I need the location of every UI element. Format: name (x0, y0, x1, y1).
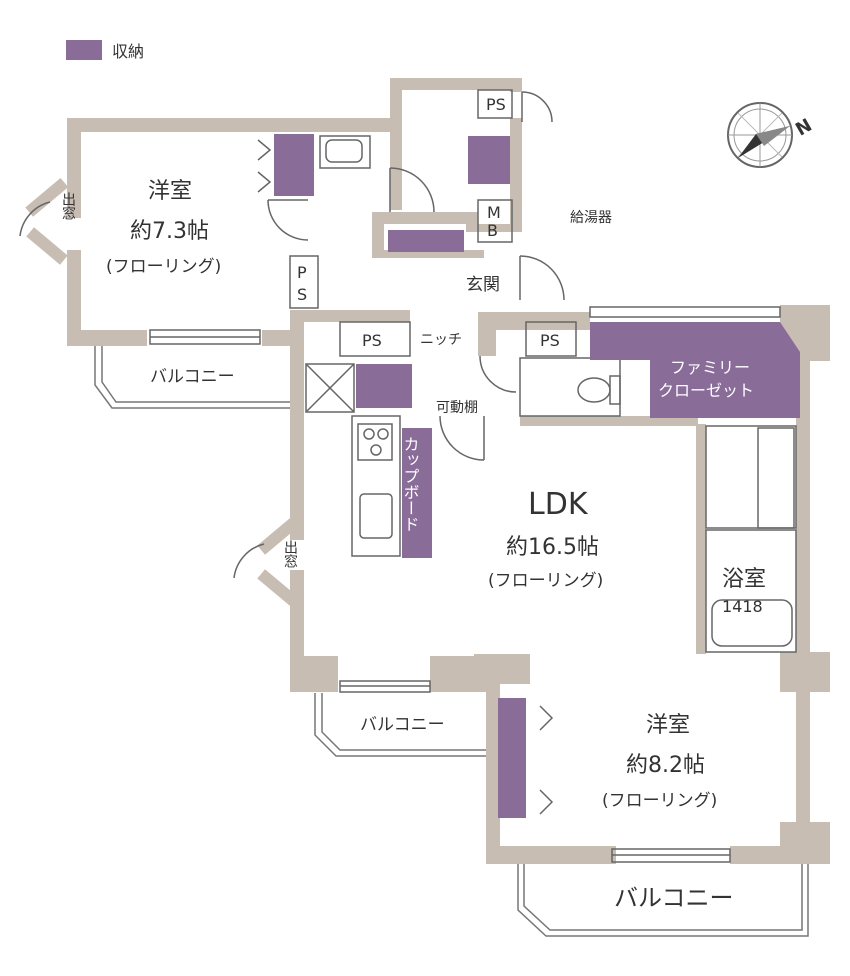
family-closet-label-2: クローゼット (658, 381, 754, 400)
cupboard-label: カップボード (401, 436, 420, 532)
compass-icon (727, 102, 793, 168)
ps-label-left-1: P (297, 263, 307, 282)
ps-label-mid: PS (362, 331, 382, 350)
fixture-lines (19, 89, 797, 863)
bath-size: 1418 (722, 597, 763, 616)
western-room-1-floor: (フローリング) (106, 257, 221, 277)
legend-label: 収納 (112, 42, 144, 61)
water-heater-label: 給湯器 (570, 209, 612, 226)
ldk-floor: (フローリング) (488, 571, 603, 591)
niche-label: ニッチ (420, 332, 462, 348)
family-closet-label-1: ファミリー (670, 358, 750, 377)
storage-areas (274, 134, 800, 818)
ldk-size: 約16.5帖 (506, 535, 599, 560)
balcony-lines (94, 345, 809, 937)
adjustable-shelf-label: 可動棚 (436, 400, 478, 416)
ldk-name: LDK (528, 487, 589, 522)
compass-north-label: N (792, 115, 816, 141)
bath-name: 浴室 (722, 567, 766, 592)
bay-window-label-2: 出窓 (282, 540, 298, 568)
ps-label-right: PS (540, 331, 560, 350)
western-room-2-name: 洋室 (646, 713, 690, 738)
western-room-2-floor: (フローリング) (602, 791, 717, 811)
ps-label-left-2: S (297, 285, 307, 304)
balcony-label-1: バルコニー (150, 367, 235, 387)
balcony-label-3: バルコニー (614, 884, 734, 912)
western-room-1-name: 洋室 (148, 179, 192, 204)
walls (25, 78, 830, 864)
bay-window-label-1: 出窓 (60, 192, 76, 220)
entrance-label: 玄関 (466, 275, 500, 295)
western-room-2-size: 約8.2帖 (626, 753, 705, 778)
legend-swatch (66, 40, 102, 60)
mb-label-1: M (487, 203, 501, 222)
ps-label-top: PS (486, 95, 506, 114)
balcony-label-2: バルコニー (360, 715, 445, 735)
mb-label-2: B (487, 221, 498, 240)
western-room-1-size: 約7.3帖 (130, 219, 209, 244)
